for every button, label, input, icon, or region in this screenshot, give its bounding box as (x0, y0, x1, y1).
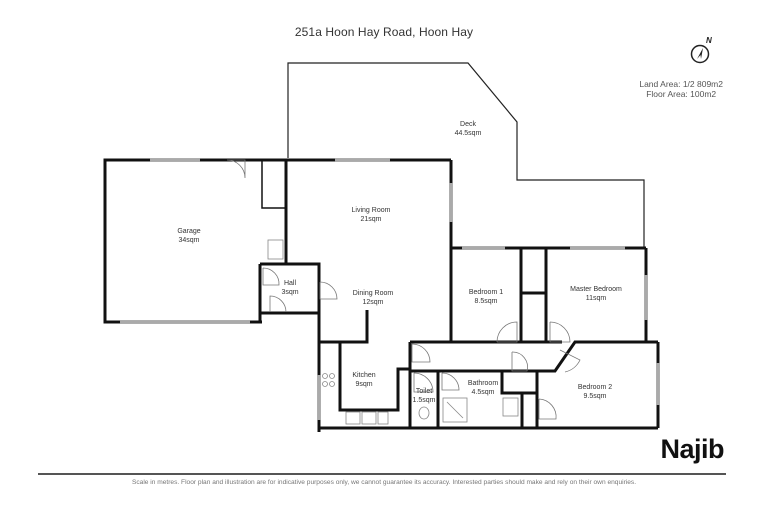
room-bedroom1-name: Bedroom 1 (469, 289, 503, 296)
room-deck-name: Deck (460, 121, 476, 128)
disclaimer-text: Scale in metres. Floor plan and illustra… (131, 479, 637, 486)
vanity-sink-icon (502, 397, 519, 417)
deck-outline (287, 62, 645, 248)
room-living-area: 21sqm (360, 216, 381, 223)
room-hall-name: Hall (284, 280, 297, 287)
room-toilet-name: Toilet (416, 388, 432, 395)
land-area: Land Area: 1/2 809m2 (639, 79, 723, 89)
room-garage-name: Garage (177, 228, 200, 235)
compass-north-label: N (706, 36, 712, 45)
room-master-area: 11sqm (586, 295, 607, 302)
agency-logo: Najib (660, 434, 724, 464)
room-kitchen-name: Kitchen (352, 372, 375, 379)
room-toilet-area: 1.5sqm (413, 397, 436, 404)
floor-area: Floor Area: 100m2 (646, 89, 717, 99)
room-deck-area: 44.5sqm (455, 130, 482, 137)
cooktop-icon (322, 373, 335, 387)
room-bedroom1-area: 8.5sqm (475, 298, 498, 305)
area-summary: Land Area: 1/2 809m2 Floor Area: 100m2 (639, 79, 723, 99)
room-bathroom-name: Bathroom (468, 380, 499, 387)
room-bedroom2-name: Bedroom 2 (578, 384, 612, 391)
room-bedroom2-area: 9.5sqm (584, 393, 607, 400)
room-hall-area: 3sqm (281, 289, 298, 296)
room-kitchen-area: 9sqm (355, 381, 372, 388)
room-labels: Deck 44.5sqm Garage 34sqm Living Room 21… (177, 121, 622, 404)
room-garage-area: 34sqm (178, 237, 199, 244)
laundry-tub-icon (267, 239, 284, 260)
doors (226, 159, 581, 420)
north-arrow-icon: N (690, 36, 712, 64)
windows (120, 158, 660, 420)
sink-icon (345, 411, 361, 425)
toilet-icon (418, 406, 430, 420)
fixtures (267, 239, 519, 425)
room-bathroom-area: 4.5sqm (472, 389, 495, 396)
room-dining-name: Dining Room (353, 290, 394, 297)
room-master-name: Master Bedroom (570, 286, 622, 293)
footer-divider (38, 473, 726, 475)
room-dining-area: 12sqm (362, 299, 383, 306)
property-address: 251a Hoon Hay Road, Hoon Hay (294, 25, 474, 39)
room-living-name: Living Room (352, 207, 391, 214)
shower-icon (442, 397, 468, 423)
